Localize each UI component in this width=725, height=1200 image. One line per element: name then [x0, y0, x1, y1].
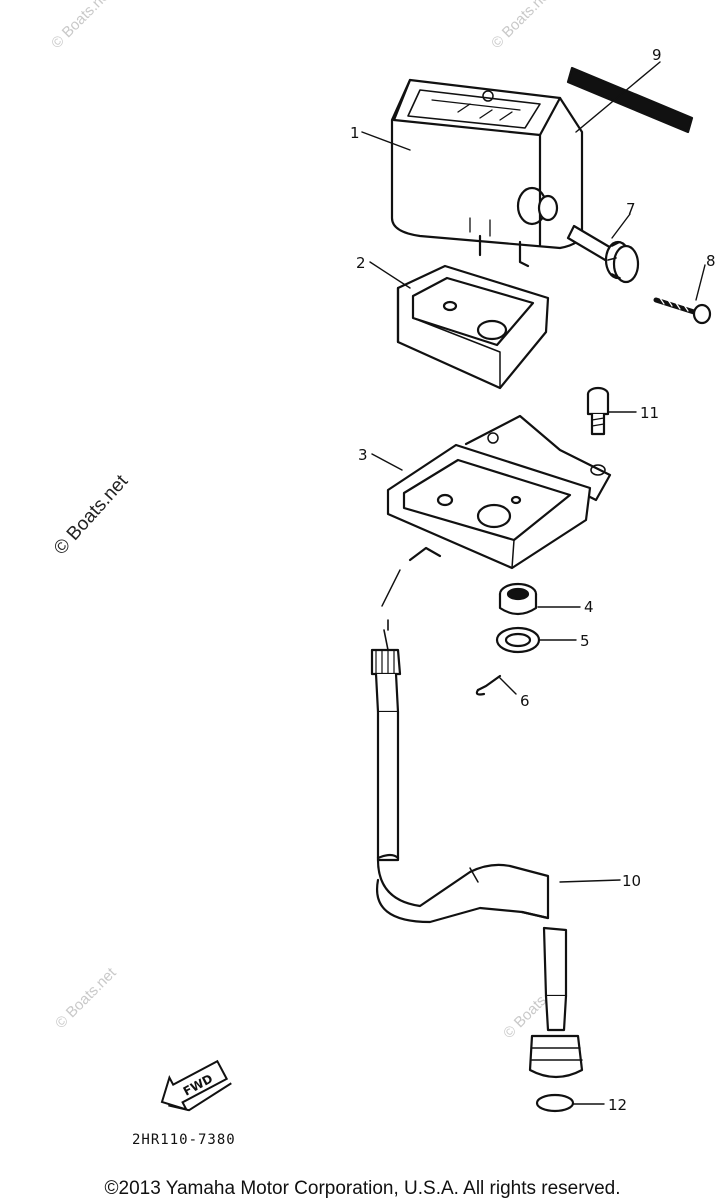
- callout-1: 1: [350, 124, 360, 142]
- callout-4: 4: [584, 598, 594, 616]
- diagram-code: 2HR110-7380: [132, 1132, 236, 1148]
- cushion: [396, 264, 550, 390]
- callout-5: 5: [580, 632, 590, 650]
- bolt: [586, 386, 610, 436]
- clip: [475, 674, 502, 696]
- callout-3: 3: [358, 446, 368, 464]
- meter-cable: [370, 569, 584, 1079]
- o-ring: [535, 1093, 575, 1113]
- callout-8: 8: [706, 252, 716, 270]
- grommet: [498, 582, 538, 616]
- callout-7: 7: [626, 200, 636, 218]
- copyright-notice: ©2013 Yamaha Motor Corporation, U.S.A. A…: [104, 1178, 621, 1199]
- callout-11: 11: [640, 404, 659, 422]
- strip: [566, 66, 694, 134]
- screw: [653, 297, 712, 325]
- leader-lines: [361, 61, 706, 1105]
- callout-2: 2: [356, 254, 366, 272]
- driven-gear: [566, 224, 640, 284]
- bracket: [386, 414, 612, 570]
- callout-10: 10: [622, 872, 641, 890]
- fwd-arrow-icon: FWD: [160, 1059, 232, 1112]
- meter-housing: [390, 78, 584, 268]
- washer: [495, 626, 541, 654]
- callout-6: 6: [520, 692, 530, 710]
- callout-12: 12: [608, 1096, 627, 1114]
- callout-9: 9: [652, 46, 662, 64]
